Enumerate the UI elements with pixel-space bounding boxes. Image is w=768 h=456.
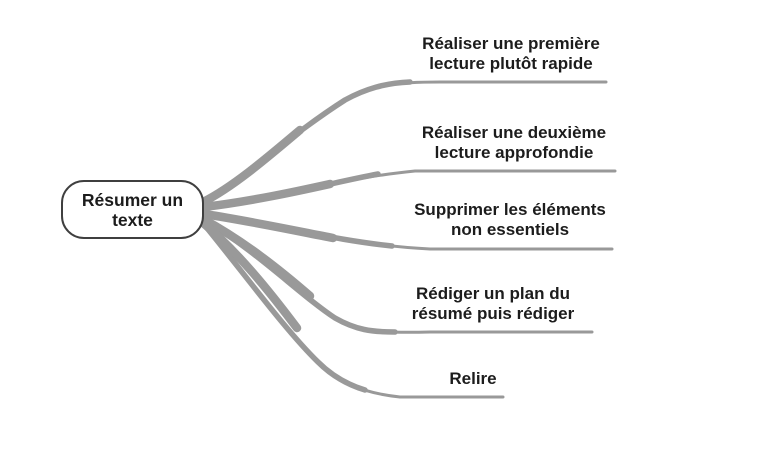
branch-label-first-reading: Réaliser une première lecture plutôt rap… [422, 34, 600, 73]
branch-curve-4 [198, 214, 594, 335]
branch-root-5 [197, 217, 302, 333]
branch-root-2 [199, 179, 335, 212]
branch-curve-1 [198, 79, 608, 207]
branch-label-reread: Relire [449, 369, 497, 388]
branch-curve-2 [199, 169, 617, 212]
branch-body-5 [199, 219, 368, 393]
branch-root-3 [199, 209, 338, 243]
branch-root-4 [198, 214, 315, 301]
branch-curve-3 [199, 209, 614, 251]
branch-label-remove-nonessential: Supprimer les éléments non essentiels [414, 200, 606, 239]
branch-root-1 [198, 125, 305, 207]
root-node: Résumer un texte [61, 180, 204, 239]
branch-label-second-reading: Réaliser une deuxième lecture approfondi… [421, 123, 607, 162]
root-node-label: Résumer un texte [81, 189, 184, 230]
branch-label-write-plan: Rédiger un plan du résumé puis rédiger [411, 284, 575, 323]
branch-curve-5 [197, 217, 505, 399]
